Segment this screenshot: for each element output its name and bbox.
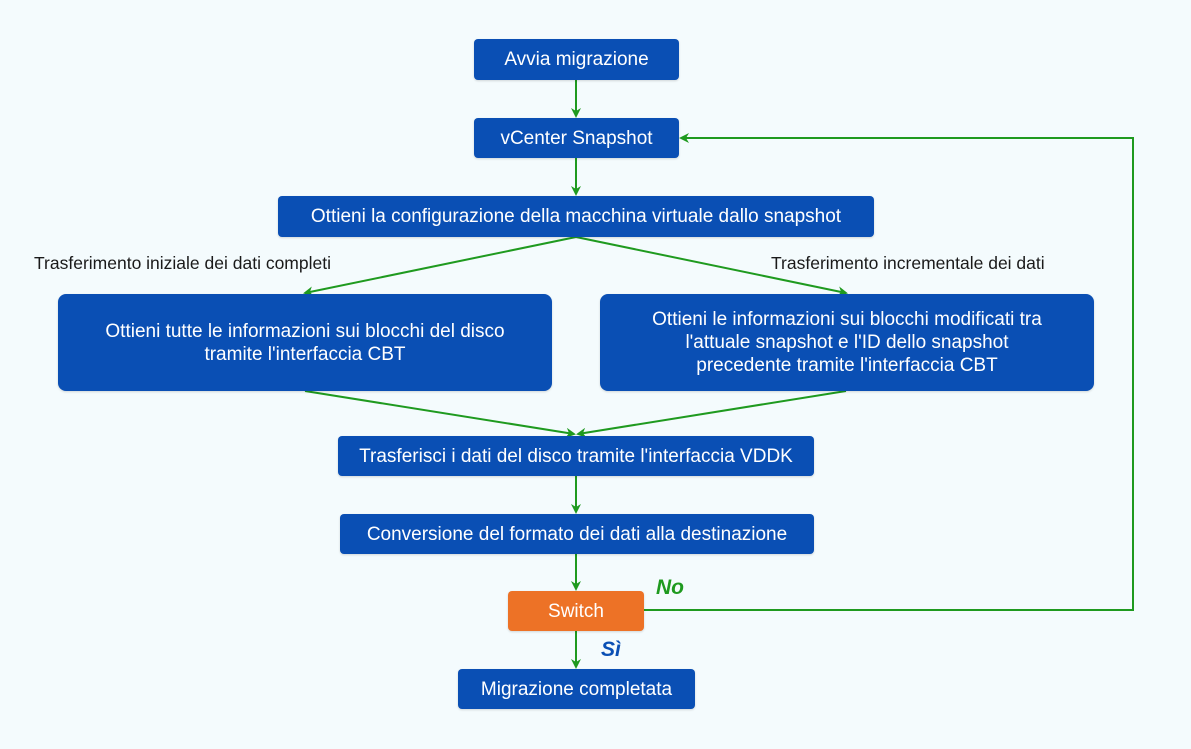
arrow-config-to-full [303,236,577,297]
switch-node: Switch [508,591,644,631]
arrow-switch-no-loop [644,133,1134,611]
full-block-info-line-1: Ottieni tutte le informazioni sui blocch… [105,320,505,342]
incremental-block-info-line-1: Ottieni le informazioni sui blocchi modi… [652,309,1042,330]
start-node: Avvia migrazione [474,39,679,80]
incremental-block-info-line-3: precedente tramite l'interfaccia CBT [696,355,998,376]
full-block-info-line-2: tramite l'interfaccia CBT [204,343,406,365]
snapshot-node: vCenter Snapshot [474,118,679,158]
convert-node: Conversione del formato dei dati alla de… [340,514,814,554]
arrow-incremental-to-transfer [576,390,847,438]
no-label: No [656,576,684,599]
get-config-node: Ottieni la configurazione della macchina… [278,196,874,237]
transfer-node: Trasferisci i dati del disco tramite l'i… [338,436,814,476]
done-node: Migrazione completata [458,669,695,709]
full-transfer-label: Trasferimento iniziale dei dati completi [34,253,331,273]
full-block-info-node: Ottieni tutte le informazioni sui blocch… [58,294,552,391]
arrow-full-to-transfer [304,390,576,438]
incremental-block-info-node: Ottieni le informazioni sui blocchi modi… [600,294,1094,391]
incremental-transfer-label: Trasferimento incrementale dei dati [771,253,1045,273]
incremental-block-info-line-2: l'attuale snapshot e l'ID dello snapshot [685,332,1009,353]
yes-label: Sì [601,638,621,661]
arrow-config-to-incremental [575,236,848,297]
